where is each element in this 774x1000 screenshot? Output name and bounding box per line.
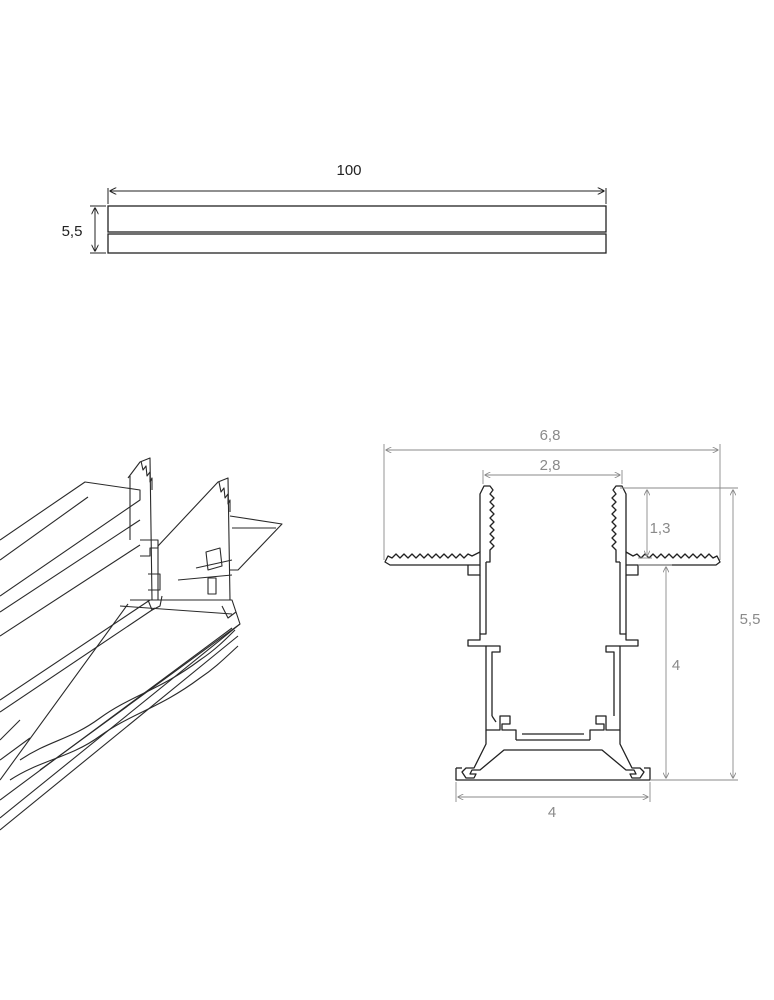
isometric-view: [0, 457, 283, 831]
top-view: 100 5,5: [62, 162, 607, 254]
body-height-label: 4: [672, 657, 680, 674]
inner-width-label: 2,8: [540, 457, 561, 474]
base-width-label: 4: [548, 804, 556, 821]
height-label: 5,5: [62, 223, 83, 240]
cross-section-dimensions: [383, 444, 738, 802]
flange-height-label: 1,3: [650, 520, 671, 537]
total-height-label: 5,5: [740, 611, 761, 628]
profile-side-view: [107, 205, 607, 254]
length-label: 100: [336, 162, 361, 179]
length-dimension: [107, 188, 607, 204]
height-dimension: [90, 205, 106, 254]
overall-width-label: 6,8: [540, 427, 561, 444]
